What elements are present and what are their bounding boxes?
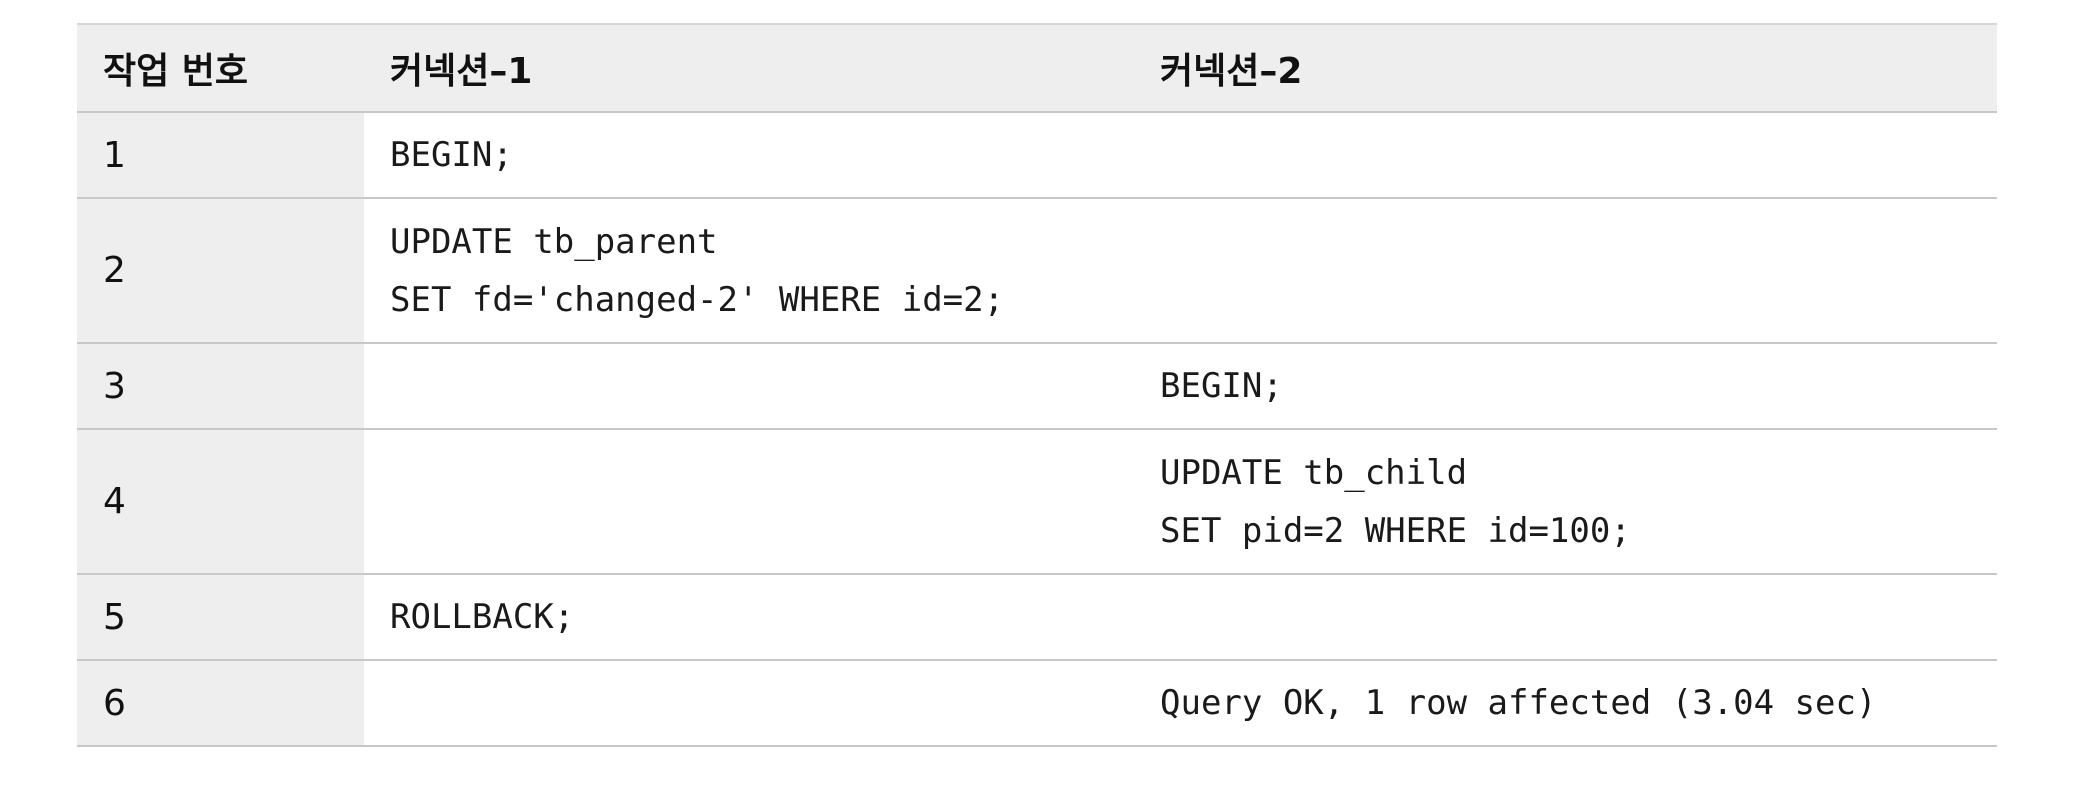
step-number: 1: [77, 112, 364, 199]
step-number: 2: [77, 198, 364, 344]
transaction-sequence-table: 작업 번호 커넥션–1 커넥션–2 1 BEGIN; 2 UPDATE tb_p…: [77, 23, 1997, 747]
step-number: 5: [77, 574, 364, 661]
connection-2-cell: Query OK, 1 row affected (3.04 sec): [1134, 660, 1997, 747]
table-body: 1 BEGIN; 2 UPDATE tb_parent SET fd='chan…: [77, 112, 1997, 747]
step-number: 3: [77, 343, 364, 430]
code-line: SET fd='changed-2' WHERE id=2;: [390, 279, 1005, 320]
table-row: 1 BEGIN;: [77, 112, 1997, 199]
connection-2-cell: [1134, 574, 1997, 661]
step-number: 6: [77, 660, 364, 747]
table-row: 6 Query OK, 1 row affected (3.04 sec): [77, 660, 1997, 747]
step-number: 4: [77, 429, 364, 575]
connection-1-cell: [364, 660, 1134, 747]
connection-2-cell: [1134, 198, 1997, 344]
code-line: Query OK, 1 row affected (3.04 sec): [1160, 683, 1877, 723]
code-line: UPDATE tb_parent: [390, 221, 718, 262]
connection-1-cell: UPDATE tb_parent SET fd='changed-2' WHER…: [364, 198, 1134, 344]
table-row: 3 BEGIN;: [77, 343, 1997, 430]
table-row: 2 UPDATE tb_parent SET fd='changed-2' WH…: [77, 198, 1997, 344]
code-line: BEGIN;: [1160, 366, 1283, 406]
connection-1-cell: [364, 343, 1134, 430]
table-row: 5 ROLLBACK;: [77, 574, 1997, 661]
connection-1-cell: BEGIN;: [364, 112, 1134, 199]
connection-1-cell: ROLLBACK;: [364, 574, 1134, 661]
code-line: BEGIN;: [390, 135, 513, 175]
header-connection-2: 커넥션–2: [1134, 23, 1997, 113]
code-line: SET pid=2 WHERE id=100;: [1160, 510, 1631, 551]
code-line: ROLLBACK;: [390, 597, 575, 637]
table-header-row: 작업 번호 커넥션–1 커넥션–2: [77, 23, 1997, 113]
connection-1-cell: [364, 429, 1134, 575]
connection-2-cell: UPDATE tb_child SET pid=2 WHERE id=100;: [1134, 429, 1997, 575]
connection-2-cell: [1134, 112, 1997, 199]
code-line: UPDATE tb_child: [1160, 452, 1468, 493]
table-row: 4 UPDATE tb_child SET pid=2 WHERE id=100…: [77, 429, 1997, 575]
connection-2-cell: BEGIN;: [1134, 343, 1997, 430]
transaction-table-container: 작업 번호 커넥션–1 커넥션–2 1 BEGIN; 2 UPDATE tb_p…: [77, 23, 1997, 747]
header-connection-1: 커넥션–1: [364, 23, 1134, 113]
header-step: 작업 번호: [77, 23, 364, 113]
